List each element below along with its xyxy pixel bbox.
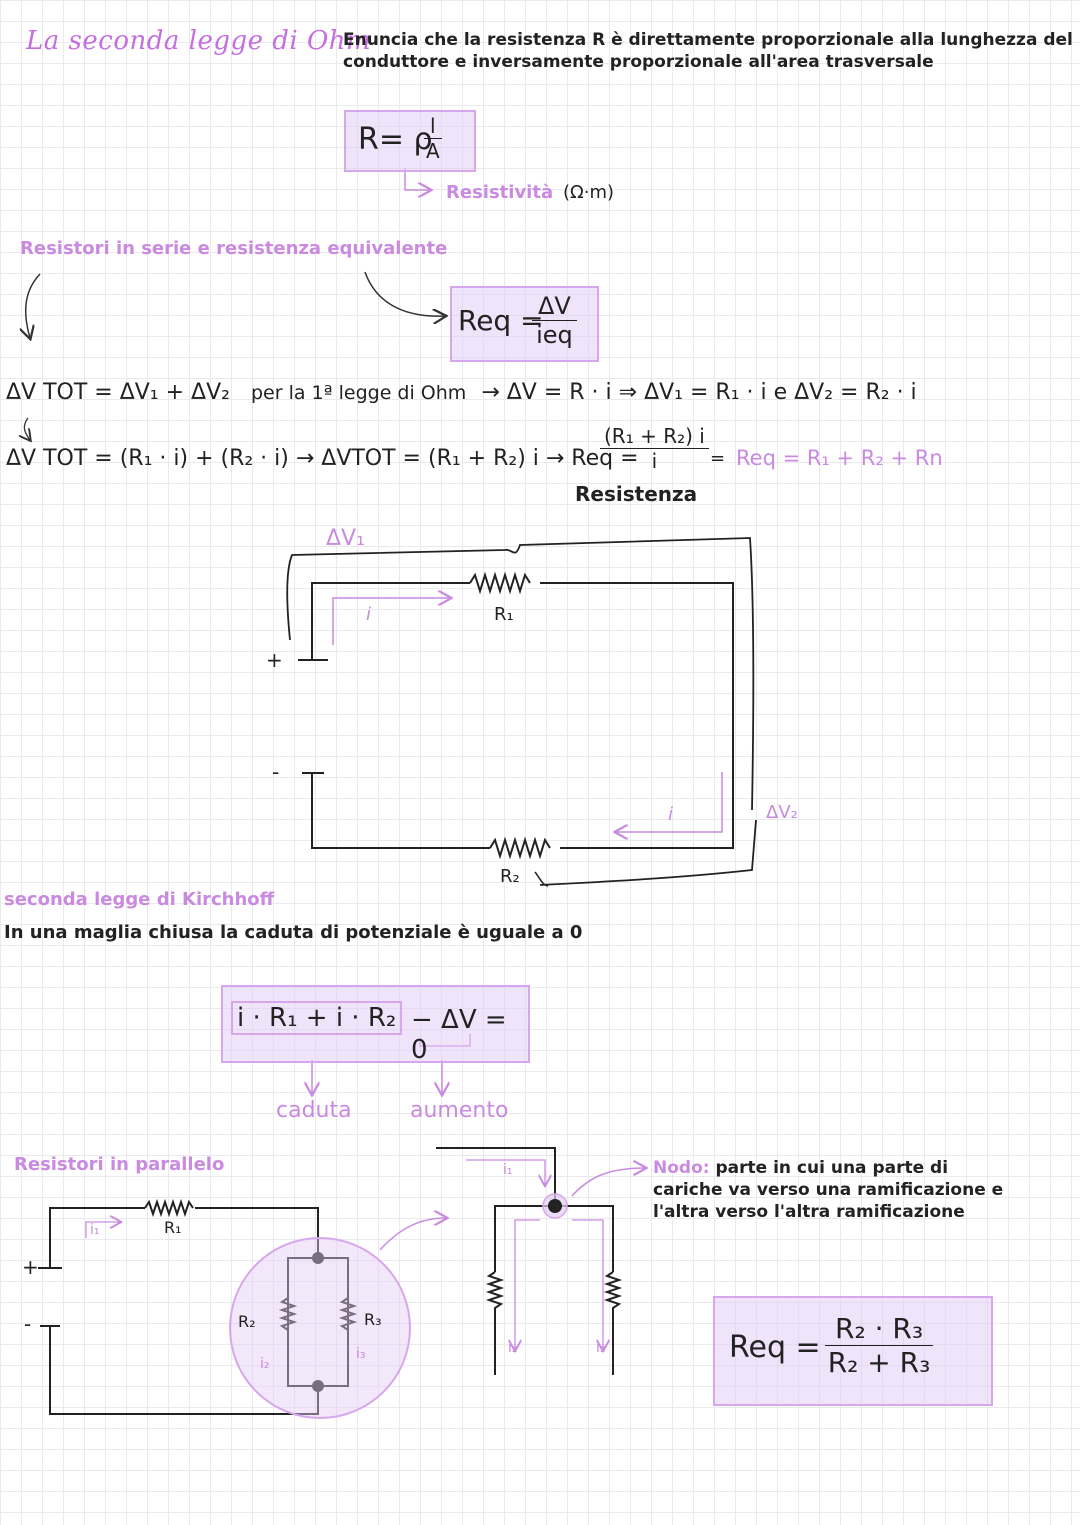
series-line-1c: → ΔV = R · i ⇒ ΔV₁ = R₁ · i e ΔV₂ = R₂ ·… <box>481 380 917 405</box>
nodo-text-3: l'altra verso l'altra ramificazione <box>653 1202 965 1222</box>
parallel-req-box: Req = R₂ · R₃ R₂ + R₃ <box>713 1296 993 1406</box>
parallel-circuit <box>38 1198 358 1415</box>
magnify-arrow <box>379 1218 446 1251</box>
kirchhoff-title: seconda legge di Kirchhoff <box>4 889 275 910</box>
node-i3-label: i₃ <box>596 1340 606 1356</box>
r2-label: R₂ <box>500 866 520 887</box>
ohm2-den: A <box>425 139 440 163</box>
i2-node-arrow <box>515 1219 540 1350</box>
pr3-label: R₃ <box>364 1310 382 1329</box>
resistivity-pointer <box>404 168 430 190</box>
kirchhoff-rest: − ΔV = 0 <box>411 1005 507 1065</box>
magnify-circle <box>229 1237 411 1419</box>
ohm2-num: l <box>424 114 442 139</box>
series-req-num: ΔV <box>532 292 577 321</box>
series-req-den: ieq <box>536 321 573 349</box>
r2-resistor <box>489 836 551 860</box>
ohm2-formula-box: R= ρ l A <box>344 110 476 172</box>
parallel-req-left: Req = <box>729 1330 821 1365</box>
pr1-label: R₁ <box>164 1218 182 1237</box>
series-line-1b: per la 1ª legge di Ohm <box>250 382 467 404</box>
pr3-resistor <box>338 1297 358 1331</box>
node-i2-label: i₂ <box>508 1340 518 1356</box>
resistivity-label: Resistività <box>446 182 554 203</box>
pr2-label: R₂ <box>238 1312 256 1331</box>
plus-terminal: + <box>266 648 283 672</box>
i1-node-arrow <box>466 1159 545 1185</box>
pr1-resistor <box>144 1198 194 1218</box>
series-line-2-den: i <box>651 449 658 473</box>
ohm2-formula-left: R= ρ <box>358 122 433 157</box>
kirchhoff-formula-box: i · R₁ + i · R₂ − ΔV = 0 <box>221 985 530 1065</box>
parallel-req-fraction: R₂ · R₃ R₂ + R₃ <box>825 1312 934 1379</box>
statement-line-2: conduttore e inversamente proporzionale … <box>343 52 934 72</box>
node-detail <box>436 1147 623 1375</box>
dv1-label: ΔV₁ <box>326 526 365 551</box>
i1-arrow-small <box>85 1222 120 1238</box>
series-req-left: Req = <box>458 304 544 337</box>
series-line-1a: ΔV TOT = ΔV₁ + ΔV₂ <box>6 380 230 405</box>
series-circuit <box>298 571 734 860</box>
r1-label: R₁ <box>494 604 514 625</box>
series-line-1: ΔV TOT = ΔV₁ + ΔV₂ per la 1ª legge di Oh… <box>6 380 917 405</box>
pr2-resistor <box>278 1297 298 1331</box>
series-line-2a: ΔV TOT = (R₁ · i) + (R₂ · i) → ΔVTOT = (… <box>6 446 639 471</box>
ohm2-fraction: l A <box>424 114 442 163</box>
r1-resistor <box>469 571 531 595</box>
nodo-title: Nodo: <box>653 1158 710 1178</box>
node-top <box>312 1252 324 1264</box>
parallel-title: Resistori in parallelo <box>14 1154 225 1175</box>
nodo-definition: Nodo: parte in cui una parte di cariche … <box>653 1157 1003 1223</box>
down-arrow-1 <box>24 417 30 440</box>
kirchhoff-boxed: i · R₁ + i · R₂ <box>231 1001 403 1035</box>
dv1-bracket <box>286 537 755 811</box>
series-line-2-eq: = <box>710 448 726 469</box>
node-bottom <box>312 1380 324 1392</box>
p-plus-terminal: + <box>22 1255 39 1279</box>
nd-right-resistor <box>603 1271 623 1375</box>
node-i1-label: i₁ <box>503 1162 513 1178</box>
caduta-label: caduta <box>276 1098 352 1123</box>
series-line-2-fraction: (R₁ + R₂) i i <box>600 424 709 473</box>
minus-terminal: - <box>272 760 280 784</box>
parallel-req-num: R₂ · R₃ <box>825 1312 934 1346</box>
page-title: La seconda legge di Ohm <box>26 26 372 56</box>
node-dot <box>548 1199 562 1213</box>
dv2-bracket <box>539 819 757 886</box>
parallel-req-den: R₂ + R₃ <box>827 1346 931 1379</box>
current-top-label: i <box>366 604 372 625</box>
p-minus-terminal: - <box>24 1312 32 1336</box>
kirchhoff-statement: In una maglia chiusa la caduta di potenz… <box>4 922 583 943</box>
req-curve-arrow <box>364 271 445 316</box>
nodo-text-1: parte in cui una parte di <box>715 1158 949 1178</box>
statement-line-1: Enuncia che la resistenza R è direttamen… <box>343 30 1073 50</box>
series-result: Req = R₁ + R₂ + Rn <box>736 446 943 470</box>
current-arrow-top <box>332 598 450 645</box>
series-req-box: Req = ΔV ieq <box>450 286 599 362</box>
aumento-label: aumento <box>410 1098 509 1123</box>
left-curve-arrow <box>26 273 41 338</box>
current-bottom-label: i <box>668 804 674 825</box>
nodo-text-2: cariche va verso una ramificazione e <box>653 1180 1004 1200</box>
pi3-label: i₃ <box>356 1346 366 1362</box>
series-line-2-num: (R₁ + R₂) i <box>600 424 709 449</box>
nodo-arrow <box>571 1168 645 1197</box>
resistenza-label: Resistenza <box>575 482 698 506</box>
series-req-fraction: ΔV ieq <box>532 292 577 349</box>
dv2-label: ΔV₂ <box>766 802 798 823</box>
r2-hook <box>534 871 549 887</box>
pi2-label: i₂ <box>260 1356 270 1372</box>
nd-left-resistor <box>485 1271 505 1375</box>
series-title: Resistori in serie e resistenza equivale… <box>20 238 448 259</box>
resistivity-unit: (Ω·m) <box>563 182 615 203</box>
i3-node-arrow <box>572 1219 603 1350</box>
current-arrow-bottom <box>616 772 723 832</box>
pi1-label: i₁ <box>90 1222 100 1238</box>
